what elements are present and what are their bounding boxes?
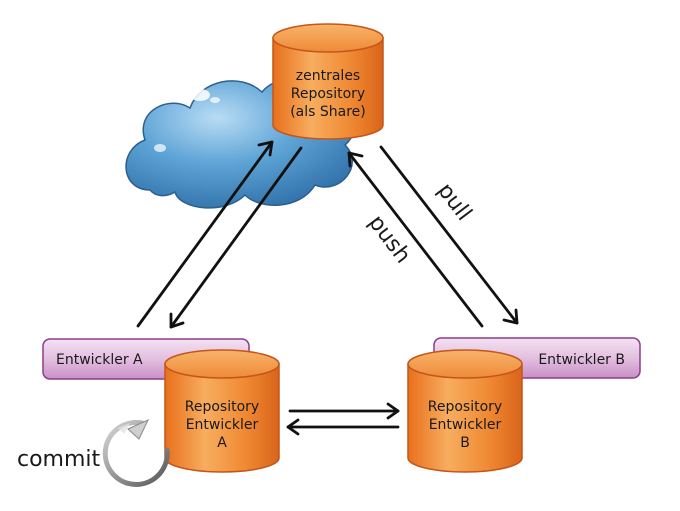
repository-a-line-2: Entwickler — [186, 417, 259, 433]
repository-b-line-1: Repository — [428, 399, 502, 415]
central-repository: zentrales Repository (als Share) — [272, 23, 384, 140]
arrow-b-to-central — [347, 151, 484, 328]
repository-b-line-2: Entwickler — [429, 417, 502, 433]
commit-label: commit — [17, 447, 101, 472]
developer-b-label: Entwickler B — [538, 352, 625, 368]
central-repo-line-2: Repository — [291, 86, 365, 102]
arrow-central-to-b — [379, 145, 519, 325]
arrow-a-to-b — [288, 402, 400, 420]
repository-a-line-3: A — [217, 435, 227, 451]
developer-a-label: Entwickler A — [56, 352, 143, 368]
commit-cycle-icon — [102, 418, 170, 487]
pull-label: pull — [432, 179, 476, 226]
central-repo-line-3: (als Share) — [290, 104, 366, 120]
arrow-b-to-a — [286, 418, 400, 436]
repository-b: Repository Entwickler B — [407, 349, 523, 473]
repository-b-line-3: B — [460, 435, 470, 451]
arrow-central-to-a — [169, 146, 303, 329]
arrow-a-to-central — [136, 140, 274, 328]
repository-a-line-1: Repository — [185, 399, 259, 415]
push-label: push — [363, 211, 415, 269]
central-repo-line-1: zentrales — [296, 68, 360, 84]
repository-a: Repository Entwickler A — [164, 349, 280, 473]
